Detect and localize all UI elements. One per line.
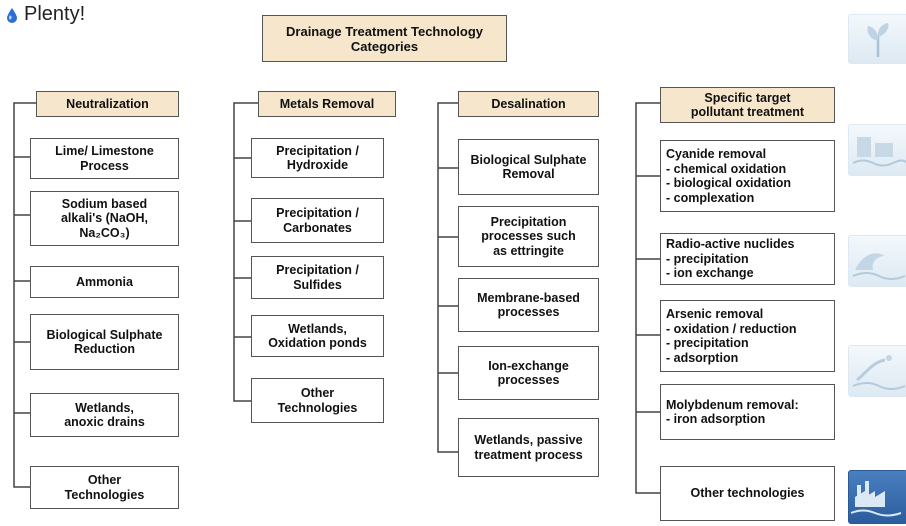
header-desalination: Desalination xyxy=(458,91,599,117)
item-radio-active-nuclides: Radio-active nuclides - precipitation - … xyxy=(660,233,835,285)
bullet-point: Plenty! xyxy=(6,3,85,26)
item-wetlands-anoxic: Wetlands, anoxic drains xyxy=(30,393,179,437)
header-metals-removal: Metals Removal xyxy=(258,91,396,117)
item-molybdenum-removal: Molybdenum removal: - iron adsorption xyxy=(660,384,835,440)
item-sodium-alkali: Sodium based alkali's (NaOH, Na₂CO₃) xyxy=(30,191,179,246)
water-splash-icon[interactable] xyxy=(848,345,906,397)
bullet-text: Plenty! xyxy=(24,3,86,25)
item-ammonia: Ammonia xyxy=(30,266,179,298)
diagram-title: Drainage Treatment Technology Categories xyxy=(262,15,507,62)
water-drop-icon xyxy=(7,7,17,23)
item-other-technologies-4: Other technologies xyxy=(660,466,835,521)
industrial-water-icon[interactable] xyxy=(848,124,906,176)
item-precipitation-sulfides: Precipitation / Sulfides xyxy=(251,256,384,299)
item-other-technologies-2: Other Technologies xyxy=(251,378,384,423)
item-ettringite: Precipitation processes such as ettringi… xyxy=(458,206,599,267)
item-precipitation-carbonates: Precipitation / Carbonates xyxy=(251,198,384,243)
item-ion-exchange: Ion-exchange processes xyxy=(458,346,599,400)
item-wetlands-oxidation: Wetlands, Oxidation ponds xyxy=(251,315,384,357)
item-lime-limestone: Lime/ Limestone Process xyxy=(30,138,179,179)
header-neutralization: Neutralization xyxy=(36,91,179,117)
plant-icon[interactable] xyxy=(848,14,906,64)
item-membrane: Membrane-based processes xyxy=(458,278,599,332)
header-specific-target: Specific target pollutant treatment xyxy=(660,87,835,123)
item-cyanide-removal: Cyanide removal - chemical oxidation - b… xyxy=(660,140,835,212)
factory-icon[interactable] xyxy=(848,470,906,524)
item-biological-sulphate-reduction: Biological Sulphate Reduction xyxy=(30,314,179,370)
item-wetlands-passive: Wetlands, passive treatment process xyxy=(458,418,599,477)
item-arsenic-removal: Arsenic removal - oxidation / reduction … xyxy=(660,300,835,372)
item-precipitation-hydroxide: Precipitation / Hydroxide xyxy=(251,138,384,178)
wave-icon[interactable] xyxy=(848,235,906,287)
item-biological-sulphate-removal: Biological Sulphate Removal xyxy=(458,139,599,195)
item-other-technologies-1: Other Technologies xyxy=(30,466,179,509)
